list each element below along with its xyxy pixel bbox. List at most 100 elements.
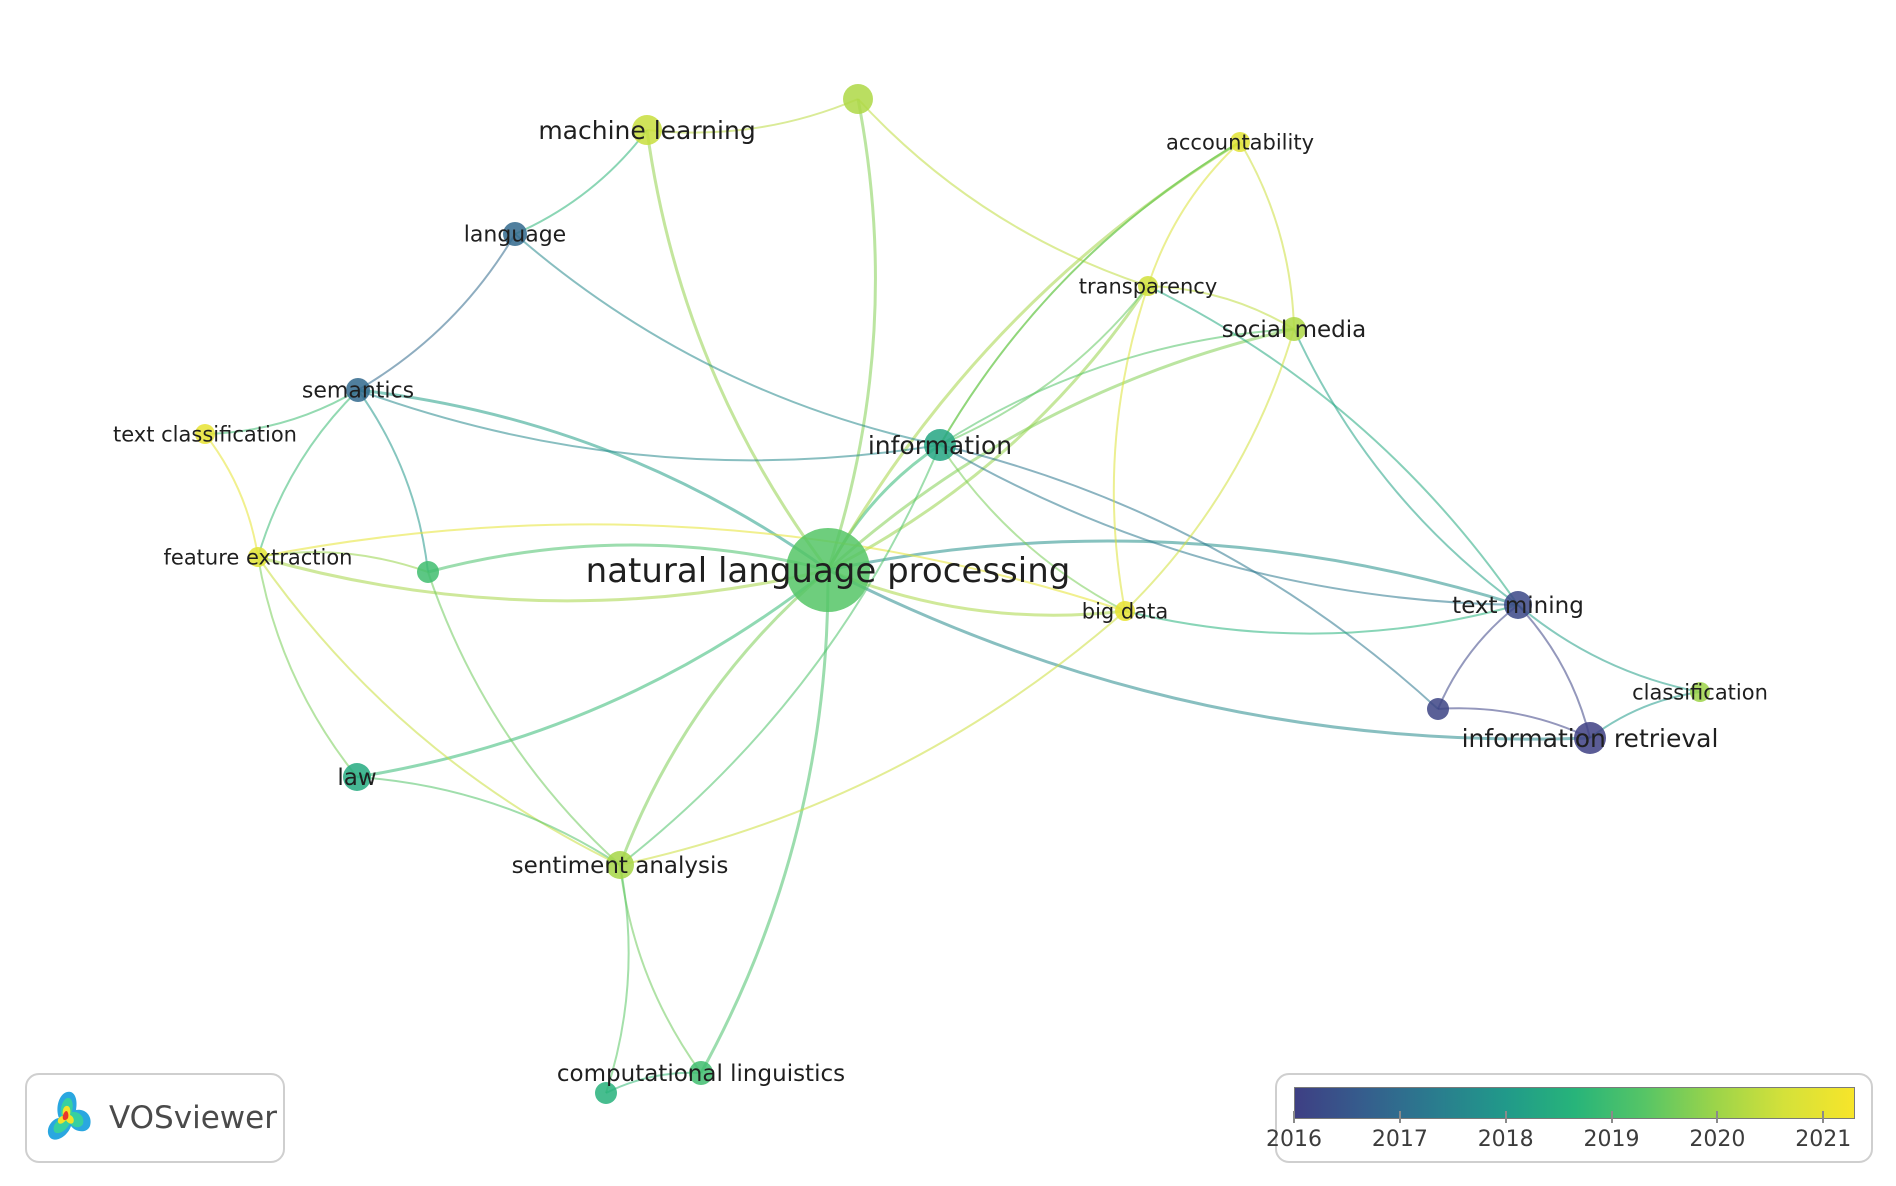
node-information[interactable] <box>924 429 956 461</box>
legend-year-2018: 2018 <box>1477 1127 1534 1152</box>
link-accountability-transparency <box>1147 141 1241 287</box>
link-featext-bigdata <box>257 523 1126 612</box>
node-label-sentiment: sentiment analysis <box>512 853 729 879</box>
node-label-nlp: natural language processing <box>586 551 1071 591</box>
link-featext-unl2 <box>257 551 429 573</box>
vosviewer-logo-icon <box>47 1091 91 1140</box>
link-bigdata-sentiment <box>619 610 1126 866</box>
legend-year-2016: 2016 <box>1266 1127 1322 1152</box>
node-semantics[interactable] <box>346 378 370 402</box>
link-layer <box>204 98 1701 1094</box>
node-law[interactable] <box>343 763 371 791</box>
node-inforetrieval[interactable] <box>1574 722 1606 754</box>
link-featext-sentiment <box>257 556 621 866</box>
node-label-featext: feature extraction <box>164 545 353 569</box>
link-ml-unl1 <box>646 98 859 134</box>
node-unl2[interactable] <box>417 561 439 583</box>
link-accountability-socialmedia <box>1239 141 1295 330</box>
link-language-semantics <box>357 233 516 391</box>
node-nlp[interactable] <box>786 528 870 612</box>
link-unl3-inforetrieval <box>1437 707 1591 739</box>
link-nlp-transparency <box>827 285 1150 572</box>
node-label-semantics: semantics <box>302 379 414 404</box>
link-information-sentiment <box>619 444 941 866</box>
node-socialmedia[interactable] <box>1282 317 1306 341</box>
node-transparency[interactable] <box>1138 276 1158 296</box>
legend-year-2019: 2019 <box>1583 1127 1640 1152</box>
legend-tick-2017 <box>1398 1111 1401 1123</box>
node-unl1[interactable] <box>843 84 873 114</box>
year-legend: 2016 2017 2018 2019 2020 2021 <box>1266 1073 1873 1163</box>
link-nlp-unl2 <box>427 543 829 574</box>
link-semantics-information <box>357 389 941 462</box>
link-textmining-classification <box>1517 604 1701 693</box>
node-unl3[interactable] <box>1427 698 1449 720</box>
link-nlp-accountability <box>826 140 1241 571</box>
link-information-transparency <box>939 285 1149 446</box>
legend-tick-2021 <box>1822 1111 1825 1123</box>
link-semantics-textclass <box>204 389 359 435</box>
node-language[interactable] <box>503 222 527 246</box>
legend-tick-2020 <box>1716 1111 1719 1123</box>
link-nlp-law <box>356 568 829 779</box>
node-bigdata[interactable] <box>1115 601 1135 621</box>
node-label-law: law <box>337 765 376 791</box>
node-complinguistics[interactable] <box>689 1061 713 1085</box>
node-accountability[interactable] <box>1230 132 1250 152</box>
link-sentiment-unl4 <box>605 864 630 1094</box>
link-nlp-socialmedia <box>826 327 1295 572</box>
logo-text: VOSviewer <box>109 1100 277 1136</box>
legend-year-2021: 2021 <box>1795 1127 1852 1152</box>
node-label-complinguistics: computational linguistics <box>557 1061 845 1087</box>
node-textmining[interactable] <box>1504 591 1532 619</box>
legend-year-2017: 2017 <box>1371 1127 1428 1152</box>
node-label-classification: classification <box>1632 680 1768 704</box>
link-ml-language <box>514 129 648 235</box>
link-textmining-unl3 <box>1437 604 1519 710</box>
link-information-unl3 <box>939 444 1439 710</box>
link-sentiment-complinguistics <box>619 864 702 1074</box>
link-nlp-ml <box>645 129 830 571</box>
node-sentiment[interactable] <box>606 851 634 879</box>
label-layer: natural language processing machine learn… <box>113 116 1768 1087</box>
link-information-bigdata <box>939 444 1126 612</box>
link-law-sentiment <box>356 776 621 866</box>
legend-year-2020: 2020 <box>1689 1127 1746 1152</box>
node-ml[interactable] <box>632 115 662 145</box>
link-information-textmining <box>939 444 1519 606</box>
link-language-information <box>514 233 941 446</box>
link-transparency-textmining <box>1147 285 1519 606</box>
node-label-textclass: text classification <box>113 422 297 446</box>
node-label-ml: machine learning <box>538 116 755 145</box>
link-unl1-transparency <box>857 98 1149 287</box>
node-label-transparency: transparency <box>1079 274 1218 298</box>
color-scale-bar <box>1294 1087 1855 1119</box>
link-unl2-sentiment <box>427 571 621 866</box>
node-layer <box>195 84 1710 1104</box>
link-transparency-bigdata <box>1112 285 1149 612</box>
node-classification[interactable] <box>1690 682 1710 702</box>
link-bigdata-textmining <box>1124 604 1519 635</box>
link-nlp-complinguistics <box>699 569 830 1074</box>
node-featext[interactable] <box>248 547 268 567</box>
link-socialmedia-bigdata <box>1124 328 1295 612</box>
link-nlp-inforetrieval <box>827 568 1591 741</box>
link-nlp-featext <box>257 555 829 603</box>
node-label-socialmedia: social media <box>1222 317 1367 343</box>
node-label-information: information <box>868 431 1012 460</box>
node-textclass[interactable] <box>195 424 215 444</box>
node-label-inforetrieval: information retrieval <box>1462 724 1719 753</box>
node-label-accountability: accountability <box>1166 130 1314 154</box>
legend-tick-2019 <box>1610 1111 1613 1123</box>
link-nlp-textmining <box>827 539 1519 607</box>
link-nlp-unl1 <box>826 98 877 571</box>
link-information-socialmedia <box>939 328 1295 446</box>
link-semantics-featext <box>257 389 359 558</box>
link-nlp-semantics <box>357 388 829 572</box>
node-unl4[interactable] <box>595 1082 617 1104</box>
link-socialmedia-textmining <box>1293 328 1519 606</box>
link-accountability-information <box>939 141 1241 446</box>
link-nlp-sentiment <box>618 568 829 866</box>
node-label-bigdata: big data <box>1082 599 1168 623</box>
